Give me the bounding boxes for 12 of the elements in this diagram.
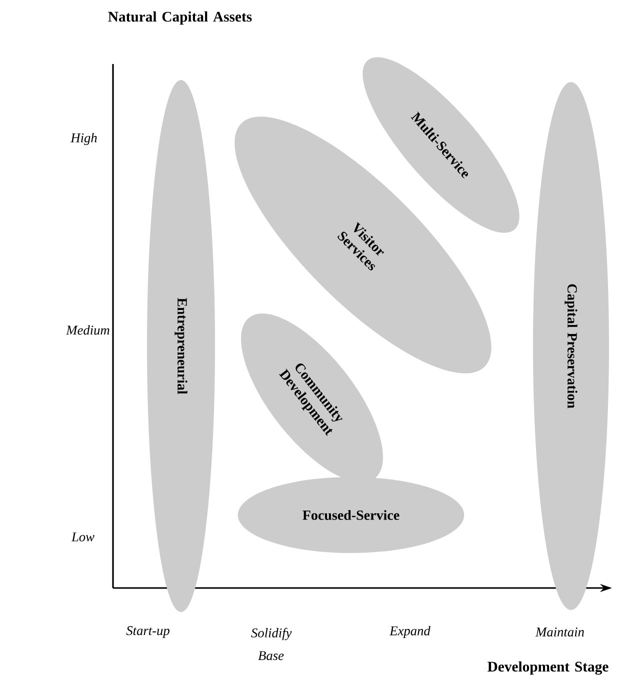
ellipse-region: Capital Preservation bbox=[533, 82, 609, 610]
tick-label: Medium bbox=[66, 325, 110, 335]
tick-label: Solidify Base bbox=[251, 628, 292, 660]
tick-label: Low bbox=[71, 532, 94, 542]
ellipse-region: Focused-Service bbox=[238, 477, 464, 553]
tick-label: High bbox=[70, 132, 97, 146]
tick-label: Start-up bbox=[126, 626, 170, 638]
ellipse-region: Entrepreneurial bbox=[147, 80, 215, 612]
axis-title: Development Stage bbox=[488, 661, 608, 675]
tick-label: Maintain bbox=[535, 628, 584, 636]
tick-label: Expand bbox=[390, 626, 430, 638]
axis-title: Natural Capital Assets bbox=[108, 11, 252, 25]
